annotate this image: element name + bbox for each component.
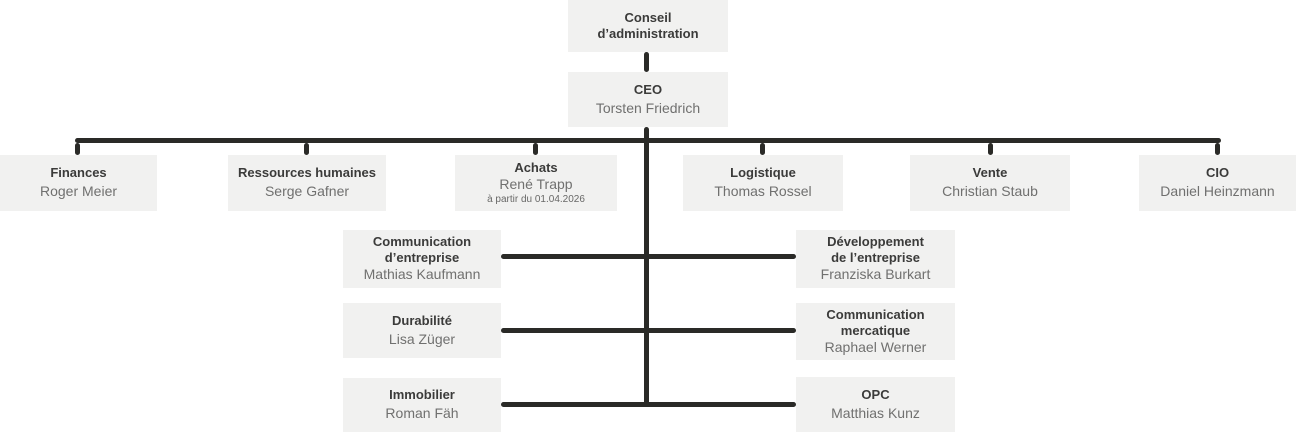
node-person: Franziska Burkart — [820, 266, 931, 283]
node-person: Torsten Friedrich — [595, 99, 701, 116]
node-title: Ressources humaines — [237, 165, 376, 181]
node-vente: Vente Christian Staub — [910, 155, 1070, 211]
edge-staff-row-1 — [501, 254, 796, 259]
node-title: CEO — [633, 81, 663, 97]
node-achats: Achats René Trapp à partir du 01.04.2026 — [455, 155, 617, 211]
edge-drop-finances — [75, 143, 80, 155]
node-title: Immobilier — [389, 387, 455, 403]
node-person: Matthias Kunz — [831, 404, 920, 421]
edge-staff-row-2 — [501, 328, 796, 333]
node-person: Roger Meier — [39, 183, 118, 200]
node-start-date-note: à partir du 01.04.2026 — [487, 194, 585, 206]
edge-drop-cio — [1215, 143, 1220, 155]
node-person: Mathias Kaufmann — [363, 266, 481, 283]
node-person: Serge Gafner — [264, 183, 350, 200]
node-logistique: Logistique Thomas Rossel — [683, 155, 843, 211]
node-person: Daniel Heinzmann — [1160, 183, 1275, 200]
node-communication-entreprise: Communication d’entreprise Mathias Kaufm… — [343, 230, 501, 288]
edge-drop-vente — [988, 143, 993, 155]
node-title: Achats — [514, 159, 558, 175]
node-title: CIO — [1205, 165, 1230, 181]
node-title: Finances — [50, 165, 107, 181]
node-title: Durabilité — [392, 312, 452, 328]
edge-drop-ressources-humaines — [304, 143, 309, 155]
node-title: Développement de l’entreprise — [827, 234, 924, 266]
node-durabilite: Durabilité Lisa Züger — [343, 303, 501, 358]
edge-drop-achats — [533, 143, 538, 155]
node-title: Vente — [972, 165, 1008, 181]
node-title: Logistique — [730, 165, 796, 181]
edge-ceo-trunk — [644, 127, 649, 407]
node-title: Communication mercatique — [826, 306, 925, 338]
node-immobilier: Immobilier Roman Fäh — [343, 378, 501, 432]
node-ceo: CEO Torsten Friedrich — [568, 72, 728, 127]
node-opc: OPC Matthias Kunz — [796, 377, 955, 432]
edge-staff-row-3 — [501, 402, 796, 407]
node-ressources-humaines: Ressources humaines Serge Gafner — [228, 155, 386, 211]
node-cio: CIO Daniel Heinzmann — [1139, 155, 1296, 211]
node-title: OPC — [861, 386, 890, 402]
node-finances: Finances Roger Meier — [0, 155, 157, 211]
node-person: Lisa Züger — [388, 330, 456, 347]
node-person: Roman Fäh — [385, 405, 459, 422]
node-person: Raphael Werner — [824, 338, 927, 355]
edge-departments-bus — [75, 138, 1221, 143]
node-developpement-entreprise: Développement de l’entreprise Franziska … — [796, 230, 955, 288]
node-title: Communication d’entreprise — [372, 234, 472, 266]
node-conseil-administration: Conseil d’administration — [568, 0, 728, 52]
node-communication-mercatique: Communication mercatique Raphael Werner — [796, 303, 955, 360]
node-person: Christian Staub — [942, 183, 1038, 200]
node-person: René Trapp — [499, 175, 573, 192]
edge-board-ceo — [644, 52, 649, 72]
node-person: Thomas Rossel — [714, 183, 812, 200]
edge-drop-logistique — [760, 143, 765, 155]
node-title: Conseil d’administration — [597, 10, 699, 41]
